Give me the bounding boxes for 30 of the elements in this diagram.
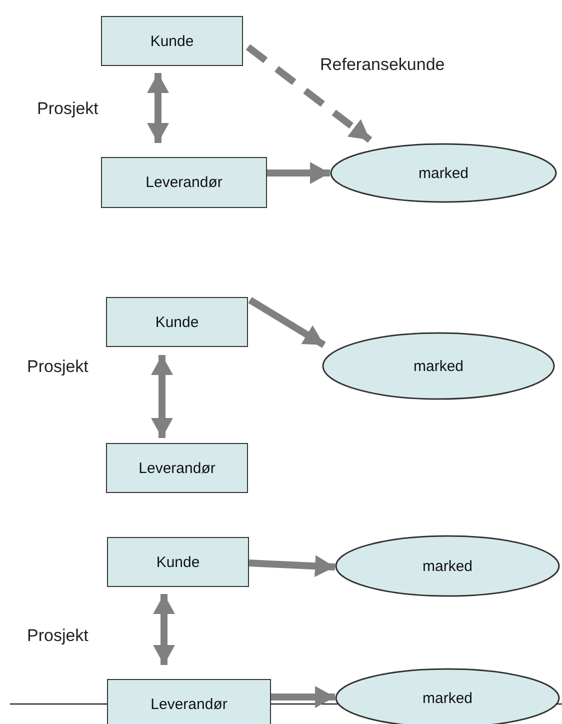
- process-box: [106, 297, 248, 347]
- process-box: [107, 679, 271, 724]
- node-label: Kunde: [155, 314, 199, 330]
- edge-label: Prosjekt: [25, 357, 90, 377]
- ellipse-node: [335, 535, 560, 597]
- node-label: Kunde: [156, 554, 200, 570]
- process-box: [101, 157, 267, 208]
- node-label: marked: [422, 690, 473, 706]
- arrow: [271, 686, 335, 708]
- double-arrow: [151, 355, 173, 438]
- arrow: [248, 297, 326, 348]
- node-label: Kunde: [150, 32, 194, 50]
- ellipse-node: [330, 143, 557, 203]
- node-label: marked: [422, 558, 473, 574]
- arrow: [267, 162, 330, 184]
- process-box: [101, 16, 243, 66]
- process-box: [106, 443, 248, 493]
- node-label: marked: [413, 358, 464, 374]
- node-label: Leverandør: [150, 696, 228, 712]
- arrow: [248, 555, 336, 578]
- node-label: marked: [418, 164, 469, 182]
- double-arrow: [153, 594, 175, 665]
- ellipse-node: [322, 332, 555, 400]
- double-arrow: [147, 73, 169, 143]
- dashed-arrow: [246, 44, 372, 143]
- edge-label: Prosjekt: [25, 626, 90, 646]
- node-label: Leverandør: [146, 174, 222, 191]
- edge-label: Prosjekt: [35, 99, 100, 119]
- process-box: [107, 537, 249, 587]
- node-label: Leverandør: [138, 460, 216, 476]
